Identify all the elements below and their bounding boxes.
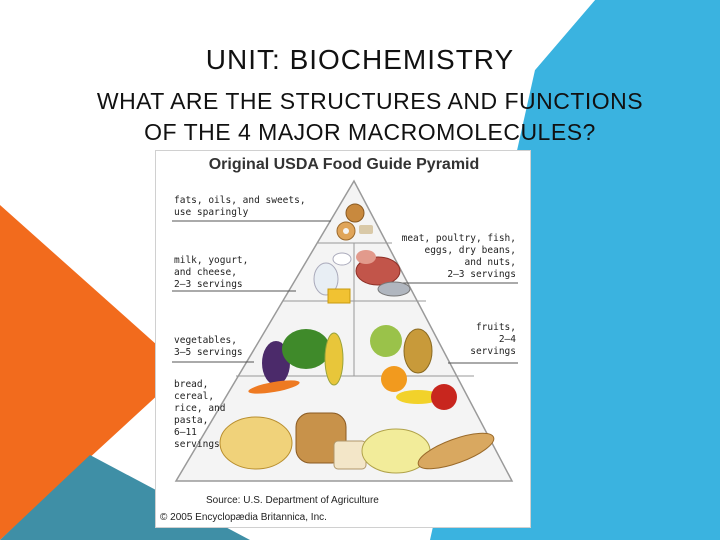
- orange-triangle-shape: [0, 205, 185, 540]
- pasta-bowl-food: [219, 416, 293, 470]
- cheese-food: [327, 288, 351, 304]
- broccoli-food: [282, 329, 330, 369]
- pyramid-title: Original USDA Food Guide Pyramid: [208, 156, 480, 173]
- white-overlap-shape: [520, 0, 595, 70]
- donut-hole: [343, 228, 349, 234]
- candy-food: [359, 225, 373, 234]
- label-bread: bread, cereal, rice, and pasta, 6–11 ser…: [174, 379, 226, 450]
- pyramid-outline: [174, 179, 514, 482]
- ham-food: [356, 250, 376, 264]
- subtitle-line-2: OF THE 4 MAJOR MACROMOLECULES?: [144, 119, 596, 145]
- grapes-food: [370, 325, 402, 357]
- label-fruits: fruits, 2–4 servings: [470, 322, 516, 357]
- slide-title: UNIT: BIOCHEMISTRY: [205, 44, 515, 75]
- banana-food: [396, 390, 440, 404]
- pyramid-illustration: [172, 179, 518, 482]
- bread-slice-food: [333, 440, 367, 470]
- corn-food: [324, 332, 344, 386]
- source-credit: Source: U.S. Department of Agriculture: [206, 495, 379, 506]
- slide-subtitle: WHAT ARE THE STRUCTURES AND FUNCTIONS OF…: [60, 86, 680, 148]
- fish-food: [377, 281, 411, 297]
- cookie-food: [345, 203, 365, 223]
- yogurt-food: [332, 252, 352, 266]
- label-meat: meat, poultry, fish, eggs, dry beans, an…: [401, 233, 516, 280]
- milk-glass-food: [313, 262, 339, 296]
- meat-food: [355, 256, 401, 286]
- label-vegetables: vegetables, 3–5 servings: [174, 335, 243, 358]
- pineapple-food: [403, 328, 433, 374]
- apple-food: [431, 384, 457, 410]
- label-milk: milk, yogurt, and cheese, 2–3 servings: [174, 255, 249, 290]
- orange-food: [381, 366, 407, 392]
- copyright-credit: © 2005 Encyclopædia Britannica, Inc.: [160, 512, 327, 523]
- food-pyramid-figure: Original USDA Food Guide Pyramid fats, o…: [155, 150, 531, 528]
- carrot-food: [248, 380, 300, 394]
- baguette-food: [417, 432, 495, 470]
- label-fats: fats, oils, and sweets, use sparingly: [174, 195, 306, 218]
- subtitle-line-1: WHAT ARE THE STRUCTURES AND FUNCTIONS: [96, 88, 644, 114]
